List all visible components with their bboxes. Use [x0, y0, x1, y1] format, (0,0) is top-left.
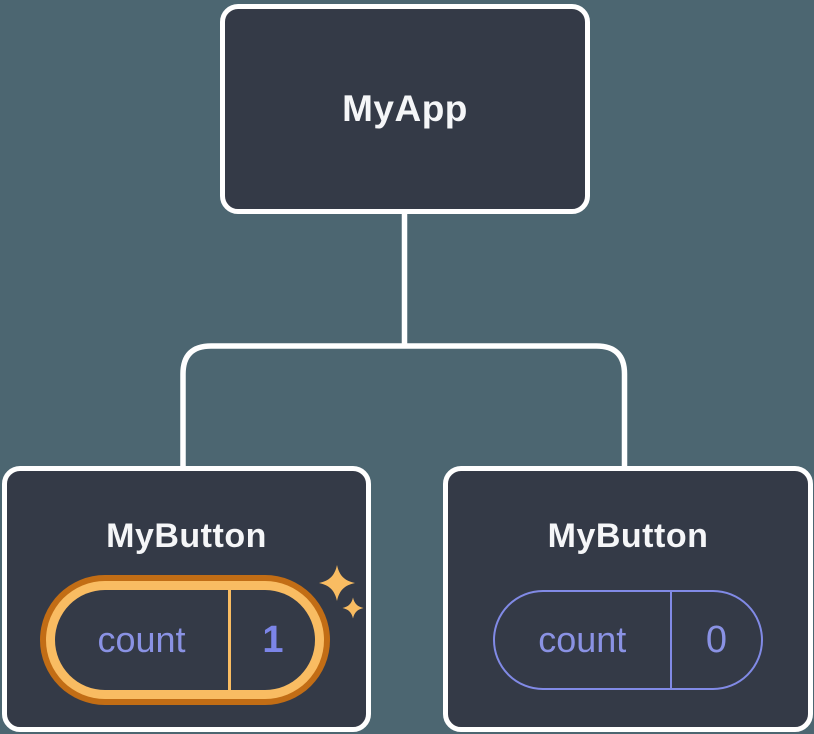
- root-component-node: MyApp: [220, 4, 590, 214]
- root-component-label: MyApp: [342, 88, 468, 129]
- pill-divider: [228, 590, 231, 690]
- state-pill: count 0: [493, 590, 763, 690]
- state-pill-highlight-ring: count 1: [46, 581, 324, 699]
- child-component-node-left: MyButton count 1: [2, 466, 371, 732]
- sparkles-icon: [319, 565, 364, 619]
- state-value: 0: [705, 618, 728, 661]
- pill-divider: [669, 592, 672, 688]
- state-name-label: count: [538, 619, 627, 660]
- state-pill-highlighted: count 1: [40, 575, 330, 705]
- child-component-node-right: MyButton count 0: [443, 466, 813, 732]
- state-value: 1: [262, 618, 284, 661]
- child-component-label: MyButton: [547, 517, 709, 555]
- state-name-label: count: [97, 619, 186, 660]
- child-component-label: MyButton: [106, 517, 267, 555]
- state-pill-body: count 1: [55, 590, 315, 690]
